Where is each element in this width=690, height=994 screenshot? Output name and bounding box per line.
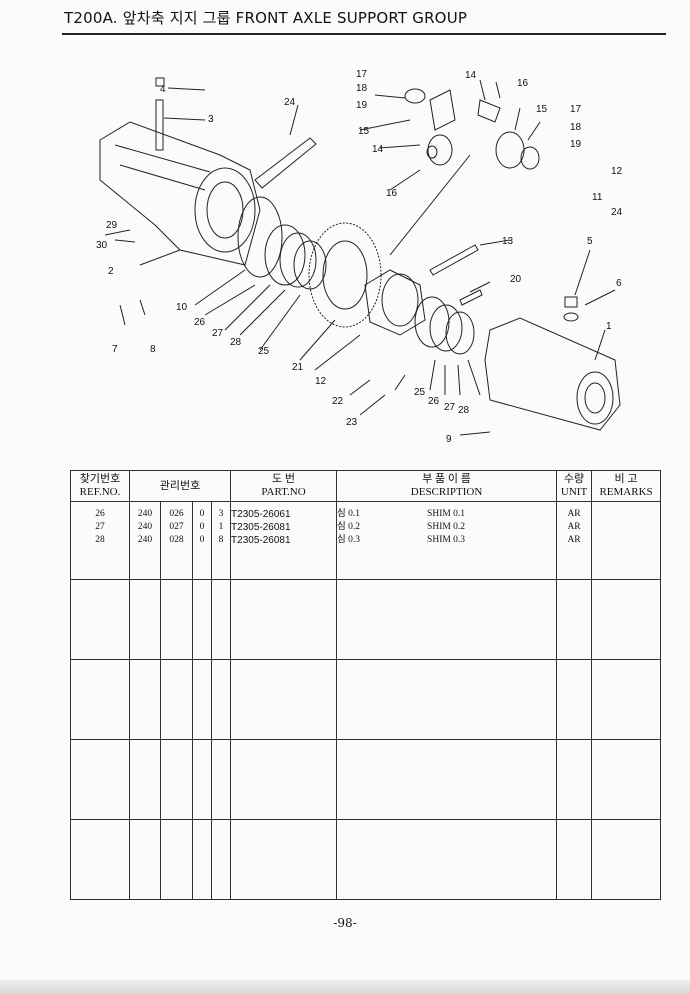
callout-label: 18 <box>356 83 368 94</box>
table-row <box>70 579 662 660</box>
callout-label: 15 <box>358 126 370 137</box>
exploded-parts-diagram: 4 3 24 17 18 19 14 16 15 17 18 19 15 14 … <box>96 69 623 445</box>
right-axle-housing <box>484 317 621 431</box>
callout-label: 24 <box>611 207 623 218</box>
callout-label: 2 <box>108 266 114 277</box>
gasket-ring <box>237 196 283 278</box>
callout-label: 16 <box>517 78 529 89</box>
table-row <box>70 659 662 740</box>
page-title: T200A. 앞차축 지지 그룹 FRONT AXLE SUPPORT GROU… <box>64 9 468 27</box>
callout-label: 6 <box>616 278 622 289</box>
table-row <box>70 739 662 820</box>
callout-label: 25 <box>414 387 426 398</box>
callout-label: 17 <box>356 69 368 80</box>
callout-label: 8 <box>150 344 156 355</box>
ring-gear <box>308 222 382 328</box>
callout-label: 5 <box>587 236 593 247</box>
callout-label: 14 <box>372 144 384 155</box>
callout-label: 19 <box>356 100 368 111</box>
callout-label: 16 <box>386 188 398 199</box>
callout-label: 18 <box>570 122 582 133</box>
callout-label: 29 <box>106 220 118 231</box>
callout-label: 19 <box>570 139 582 150</box>
callout-label: 28 <box>458 405 470 416</box>
left-axle-housing <box>99 121 261 266</box>
callout-label: 14 <box>465 70 477 81</box>
callout-label: 11 <box>592 192 603 203</box>
callout-label: 4 <box>160 84 166 95</box>
callout-label: 21 <box>292 362 304 373</box>
callout-label: 7 <box>112 344 118 355</box>
callout-label: 24 <box>284 97 296 108</box>
callout-label: 13 <box>502 236 514 247</box>
callout-label: 22 <box>332 396 344 407</box>
callout-label: 26 <box>194 317 206 328</box>
scan-edge <box>0 980 690 994</box>
header-rule <box>62 33 666 35</box>
callout-label: 28 <box>230 337 242 348</box>
callout-label: 26 <box>428 396 440 407</box>
table-row <box>70 819 662 900</box>
callout-label: 30 <box>96 240 108 251</box>
callout-label: 27 <box>212 328 224 339</box>
callout-label: 12 <box>315 376 327 387</box>
callout-label: 3 <box>208 114 214 125</box>
callout-label: 17 <box>570 104 582 115</box>
callout-label: 1 <box>606 321 612 332</box>
callout-label: 12 <box>611 166 623 177</box>
callout-label: 20 <box>510 274 522 285</box>
callout-label: 23 <box>346 417 358 428</box>
callout-label: 10 <box>176 302 188 313</box>
callout-label: 27 <box>444 402 456 413</box>
callout-label: 9 <box>446 434 452 445</box>
header-mgmt: 관리번호 <box>128 470 232 502</box>
page-number: -98- <box>333 916 357 930</box>
callout-label: 25 <box>258 346 270 357</box>
callout-label: 15 <box>536 104 548 115</box>
